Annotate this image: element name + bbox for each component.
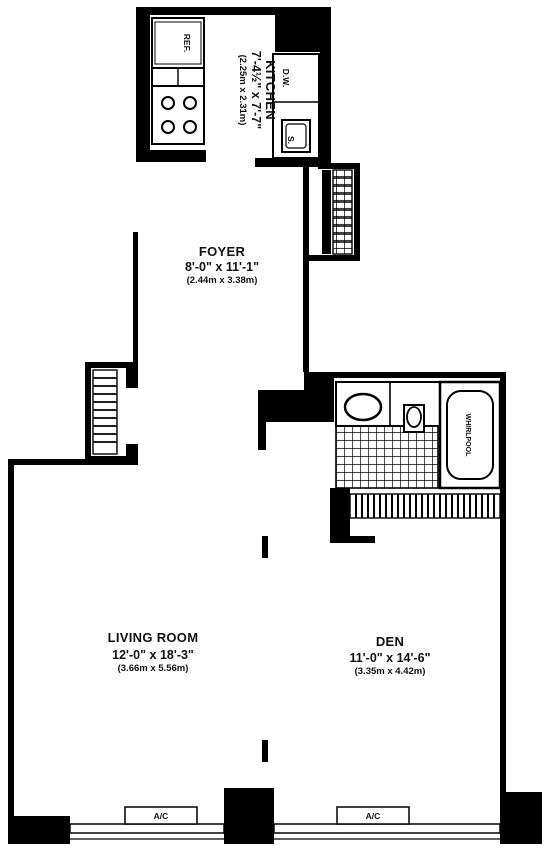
dw-label: D.W. bbox=[281, 69, 291, 87]
foyer-label: FOYER 8'-0" x 11'-1" (2.44m x 3.38m) bbox=[185, 244, 259, 286]
den-dim: 11'-0" x 14'-6" bbox=[349, 651, 430, 665]
kitchen-fixtures bbox=[151, 17, 320, 159]
window-wall bbox=[69, 806, 501, 840]
den-metric: (3.35m x 4.42m) bbox=[355, 666, 426, 677]
living-room-dim: 12'-0" x 18'-3" bbox=[112, 648, 194, 662]
living-room-name: LIVING ROOM bbox=[108, 630, 199, 645]
kitchen-walls bbox=[136, 7, 331, 167]
foyer-dim: 8'-0" x 11'-1" bbox=[185, 260, 259, 274]
den-label: DEN 11'-0" x 14'-6" (3.35m x 4.42m) bbox=[349, 634, 430, 677]
ac-left-label: A/C bbox=[154, 811, 169, 821]
living-room-label: LIVING ROOM 12'-0" x 18'-3" (3.66m x 5.5… bbox=[108, 630, 199, 674]
ac-right-label: A/C bbox=[366, 811, 381, 821]
tub-label: WHIRLPOOL bbox=[464, 414, 471, 457]
foyer-closet bbox=[318, 163, 360, 261]
foyer-metric: (2.44m x 3.38m) bbox=[187, 275, 258, 286]
kitchen-name: KITCHEN bbox=[263, 60, 278, 120]
kitchen-metric: (2.25m x 2.31m) bbox=[237, 55, 248, 126]
ref-label: REF. bbox=[182, 34, 192, 52]
living-room-metric: (3.66m x 5.56m) bbox=[118, 663, 189, 674]
kitchen-label: KITCHEN 7'-4½" x 7'-7" (2.25m x 2.31m) bbox=[237, 51, 278, 129]
kitchen-dim: 7'-4½" x 7'-7" bbox=[249, 51, 263, 129]
den-name: DEN bbox=[376, 634, 404, 649]
bathroom-fixtures bbox=[335, 380, 502, 519]
sink-label: S. bbox=[286, 136, 296, 144]
main-walls bbox=[8, 459, 542, 844]
foyer-walls bbox=[133, 167, 319, 372]
bathroom-walls bbox=[258, 372, 506, 543]
foyer-name: FOYER bbox=[199, 244, 246, 259]
living-closet bbox=[85, 362, 138, 462]
